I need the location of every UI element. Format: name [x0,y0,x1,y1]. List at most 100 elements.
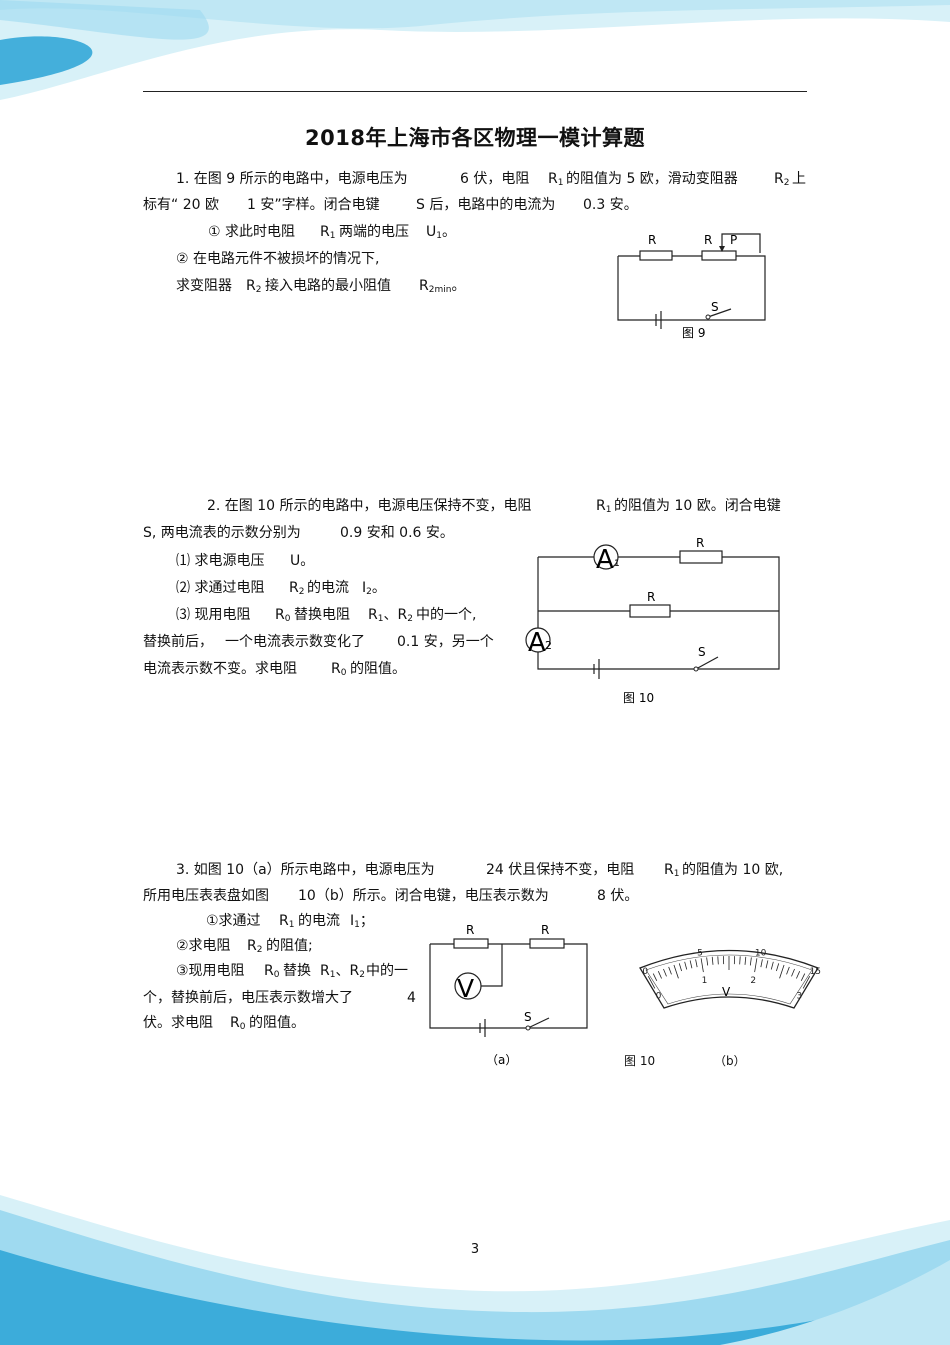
header-wave-decoration [0,0,950,100]
figure-9-circuit: R R P S 图 9 [617,233,766,340]
q1-line2-b: 1 安”字样。闭合电键 [247,197,380,213]
q3-sub3-b: R0 [264,963,280,980]
q3-line-c: 伏。求电阻 [143,1015,213,1031]
dial-tick [700,958,704,973]
dial-lower-scale-label: 1 [702,976,708,986]
fig10-label-r1: R [696,536,704,550]
dial-tick [668,966,672,975]
q3-line2-c: 8 伏。 [597,888,639,904]
dial-upper-scale-label: 5 [697,948,703,958]
q3-line-d: R0 [230,1015,246,1032]
dial-tick [796,971,801,979]
q2-line-c: 0.1 安，另一个 [397,634,494,650]
q1-line1-a: 1. 在图 9 所示的电路中，电源电压为 [176,171,408,187]
fig10-caption: 图 10 [623,691,654,705]
q2-sub1-a: ⑴ 求电源电压 [176,553,265,569]
q2-line2-a: S, 两电流表的示数分别为 [143,525,301,541]
dial-tick [770,961,774,970]
q2-sub3-c: 替换电阻 [294,607,350,623]
q1-sub1-a: ① 求此时电阻 [208,224,296,240]
q1-line2-a: 标有“ 20 欧 [143,197,219,213]
q1-sub2: ② 在电路元件不被损坏的情况下, [176,251,380,267]
q3-line-a: 个，替换前后，电压表示数增大了 [143,990,353,1006]
dial-tick [689,960,693,969]
q3-sub3-f: 中的一 [366,963,408,979]
q2-sub3-a: ⑶ 现用电阻 [176,607,251,623]
fig9-caption: 图 9 [682,326,705,340]
q1-sub1-c: 两端的电压 [339,224,409,240]
q2-sub3-f: 中的一个, [416,607,477,623]
q1-sub3-b: R2 [246,278,262,295]
dial-upper-scale-label: 15 [810,967,821,977]
q1-sub3-d: R2min。 [419,278,466,295]
dial-lower-scale-label: 0 [656,992,662,1002]
dial-tick [657,971,662,979]
fig9-label-r2: R [704,233,712,247]
q1-line2-d: 0.3 安。 [583,197,638,213]
figure-10a-circuit: V R R S （a） [429,923,588,1067]
dial-tick [760,959,763,968]
q2-sub2-c: 的电流 [307,580,349,596]
switch-pivot-icon [705,314,711,320]
dial-tick [717,956,719,965]
q2-sub3-b: R0 [275,607,291,624]
fig9-label-p: P [730,233,737,247]
dial-tick [754,958,758,973]
dial-tick [678,963,682,972]
fig10b-caption: （b） [714,1054,746,1068]
fig10-meter2-sub: 2 [545,639,552,652]
fig10a-label-r2: R [541,923,549,937]
q2-sub2-a: ⑵ 求通过电阻 [176,580,265,596]
dial-tick [744,956,747,965]
q2-sub2-b: R2 [289,580,305,597]
fig9-label-r1: R [648,233,656,247]
q2-line1-a: 2. 在图 10 所示的电路中，电源电压保持不变，电阻 [207,498,532,514]
q3-line2-a: 所用电压表表盘如图 [143,888,269,904]
switch-pivot-icon [693,666,699,672]
figure-10-circuit: A 1 A 2 R R S 图 10 [525,536,780,705]
q2-line1-c: 的阻值为 10 欧。闭合电键 [614,498,781,514]
dial-tick [695,959,698,968]
q2-sub2-d: I2。 [362,580,386,597]
q1-sub3-a: 求变阻器 [176,278,232,294]
q2-line-e: R0 [331,661,347,678]
q3-line1-d: 的阻值为 10 欧, [682,862,784,878]
q1-line1-d: 的阻值为 5 欧，滑动变阻器 [566,171,738,187]
switch-pivot-icon [525,1025,531,1031]
q3-sub1-d: I1； [350,913,374,930]
q3-line-b: 4 [407,990,416,1006]
fig10-meter2-label: A [528,628,546,658]
ammeter-a2-icon [525,627,551,653]
q3-line1-b: 24 伏且保持不变，电阻 [486,862,635,878]
q2-line-f: 的阻值。 [350,661,406,677]
dial-tick [749,957,752,966]
q2-sub3-d: R1、R2 [368,607,413,624]
dial-tick [673,964,679,979]
dial-tick [776,963,780,972]
q1-line1-b: 6 伏，电阻 [460,171,530,187]
dial-tick [786,966,790,975]
q3-sub2-b: R2 [247,938,263,955]
q1-sub1-b: R1 [320,224,336,241]
dial-tick [765,960,769,969]
fig10-label-r2: R [647,590,655,604]
q1-line2-c: S 后，电路中的电流为 [416,197,556,213]
dial-tick [647,975,656,989]
dial-tick [779,964,785,979]
header-rule [143,91,807,92]
q1-sub1-d: U1。 [426,224,456,241]
fig10a-label-r1: R [466,923,474,937]
q3-sub3-d: R1、R2 [320,963,365,980]
q3-sub3-c: 替换 [283,963,311,979]
q3-line-e: 的阻值。 [249,1015,305,1031]
dial-tick [791,968,795,977]
dial-tick [684,961,688,970]
dial-tick [706,957,709,966]
dial-tick [739,956,741,965]
fig10-meter1-label: A [596,545,614,575]
q3-line2-b: 10（b）所示。闭合电键，电压表示数为 [298,888,549,904]
fig9-label-s: S [711,300,719,314]
page-number: 3 [470,1242,480,1257]
q3-line1-a: 3. 如图 10（a）所示电路中，电源电压为 [176,862,435,878]
q1-sub3-c: 接入电路的最小阻值 [265,278,391,294]
